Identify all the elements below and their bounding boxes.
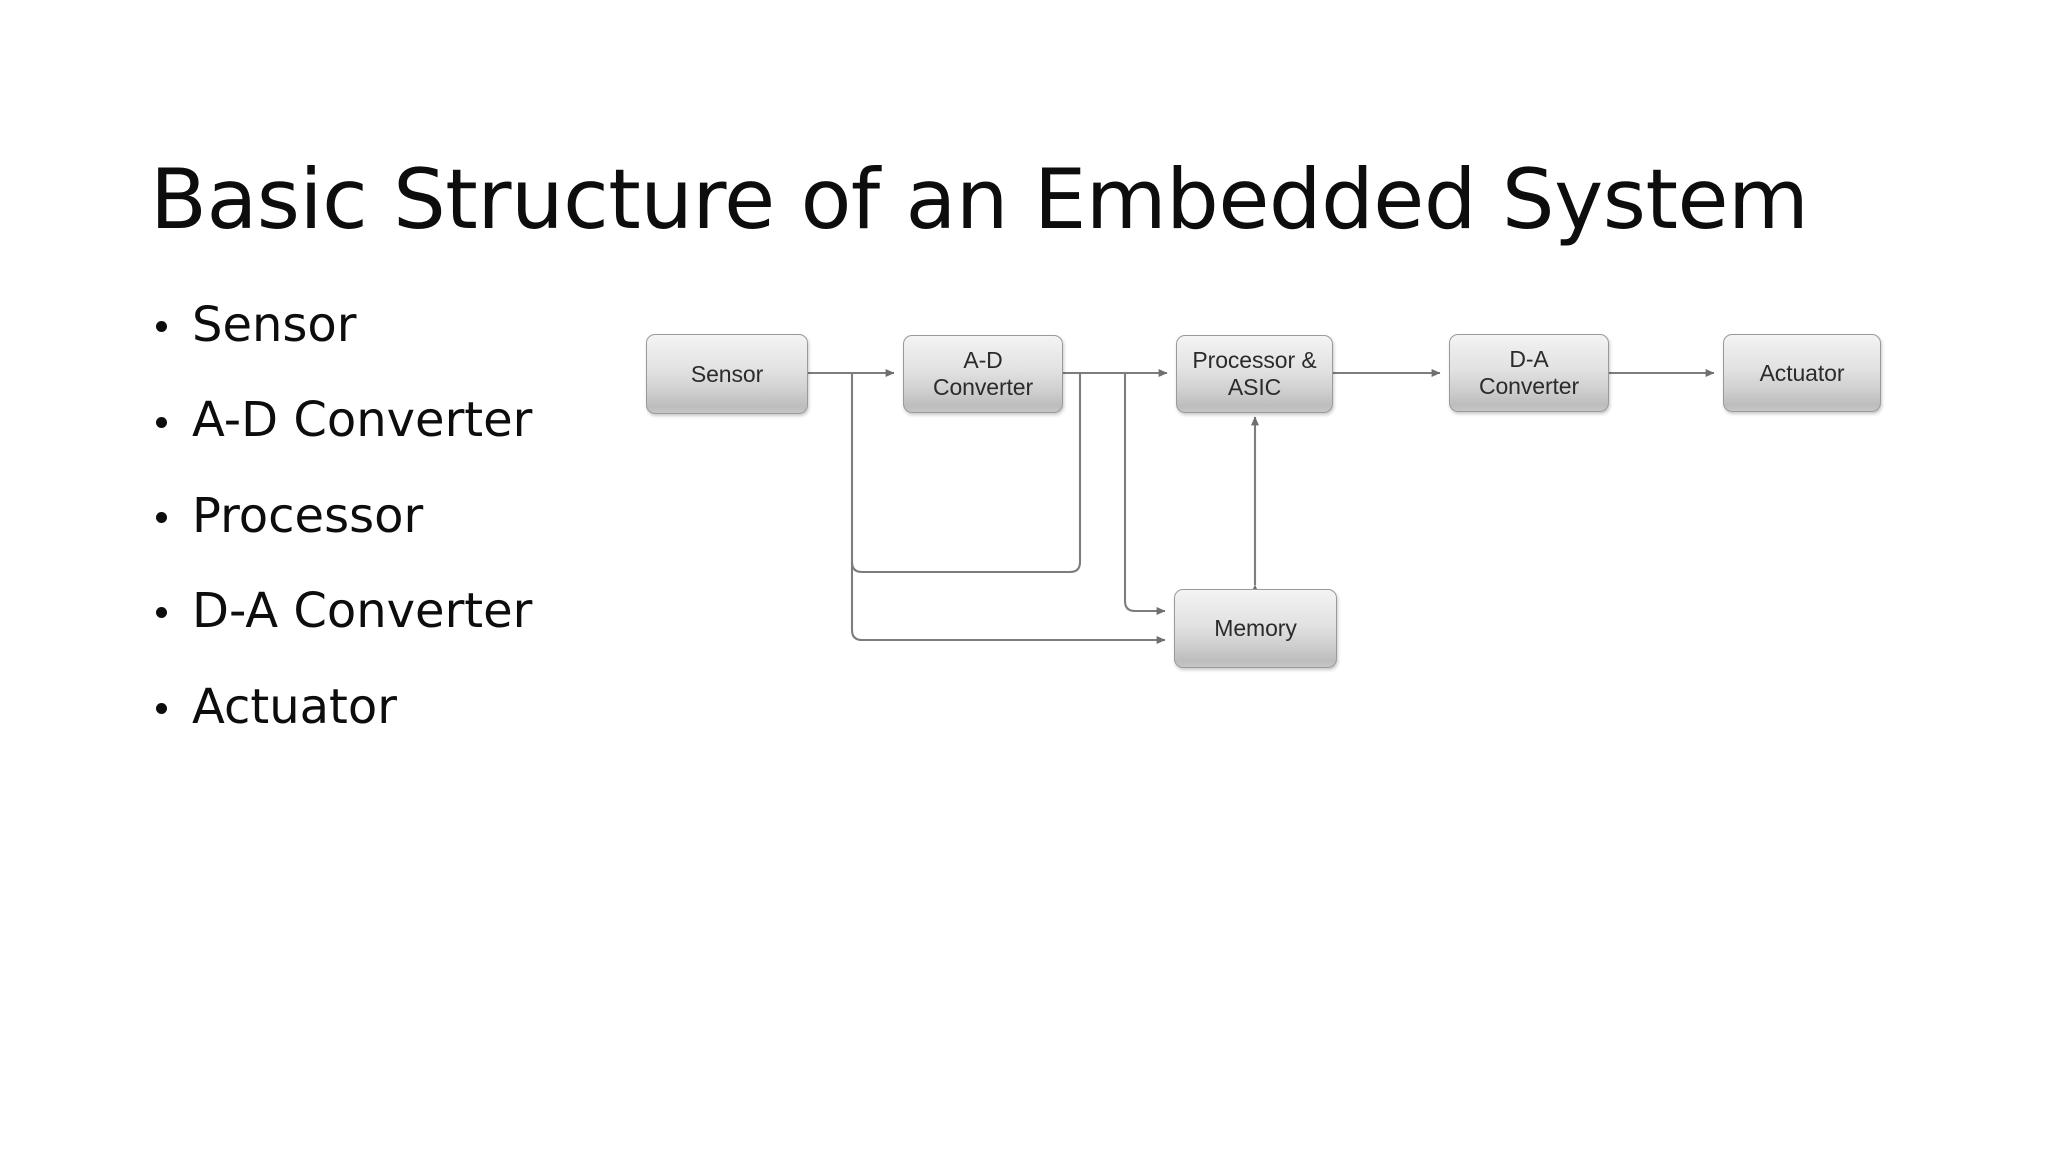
bullet-dot-icon <box>156 416 167 428</box>
diagram-node-label: Memory <box>1214 615 1297 642</box>
list-item: Processor <box>152 491 622 541</box>
edge-adc-to-memory <box>1123 374 1166 615</box>
diagram-node-label: A-D Converter <box>932 347 1034 400</box>
diagram-node-adc[interactable]: A-D Converter <box>903 335 1063 413</box>
bullet-dot-icon <box>156 321 167 333</box>
list-item-label: A-D Converter <box>192 392 533 449</box>
list-item-label: Processor <box>192 487 424 544</box>
list-item: A-D Converter <box>152 392 622 449</box>
bullet-dot-icon <box>156 607 167 619</box>
bullet-list: Sensor A-D Converter Processor D-A Conve… <box>152 300 622 777</box>
bullet-dot-icon <box>156 702 167 714</box>
diagram-node-dac[interactable]: D-A Converter <box>1449 334 1609 412</box>
list-item: Actuator <box>152 678 622 735</box>
diagram-node-actuator[interactable]: Actuator <box>1723 334 1881 412</box>
edge-sensor-to-memory <box>850 374 1166 644</box>
diagram-node-sensor[interactable]: Sensor <box>646 334 808 414</box>
list-item: Sensor <box>152 300 622 350</box>
diagram-node-label: Processor & ASIC <box>1192 347 1317 400</box>
diagram-node-label: Actuator <box>1759 359 1845 386</box>
diagram-node-processor[interactable]: Processor & ASIC <box>1176 335 1333 413</box>
page-title: Basic Structure of an Embedded System <box>150 150 1809 248</box>
diagram-node-label: Sensor <box>690 360 764 387</box>
bullet-dot-icon <box>156 511 167 523</box>
list-item-label: D-A Converter <box>192 583 533 640</box>
list-item-label: Actuator <box>192 678 397 735</box>
diagram-node-memory[interactable]: Memory <box>1174 589 1337 668</box>
list-item: D-A Converter <box>152 586 622 636</box>
diagram-node-label: D-A Converter <box>1478 346 1580 399</box>
list-item-label: Sensor <box>192 297 357 353</box>
